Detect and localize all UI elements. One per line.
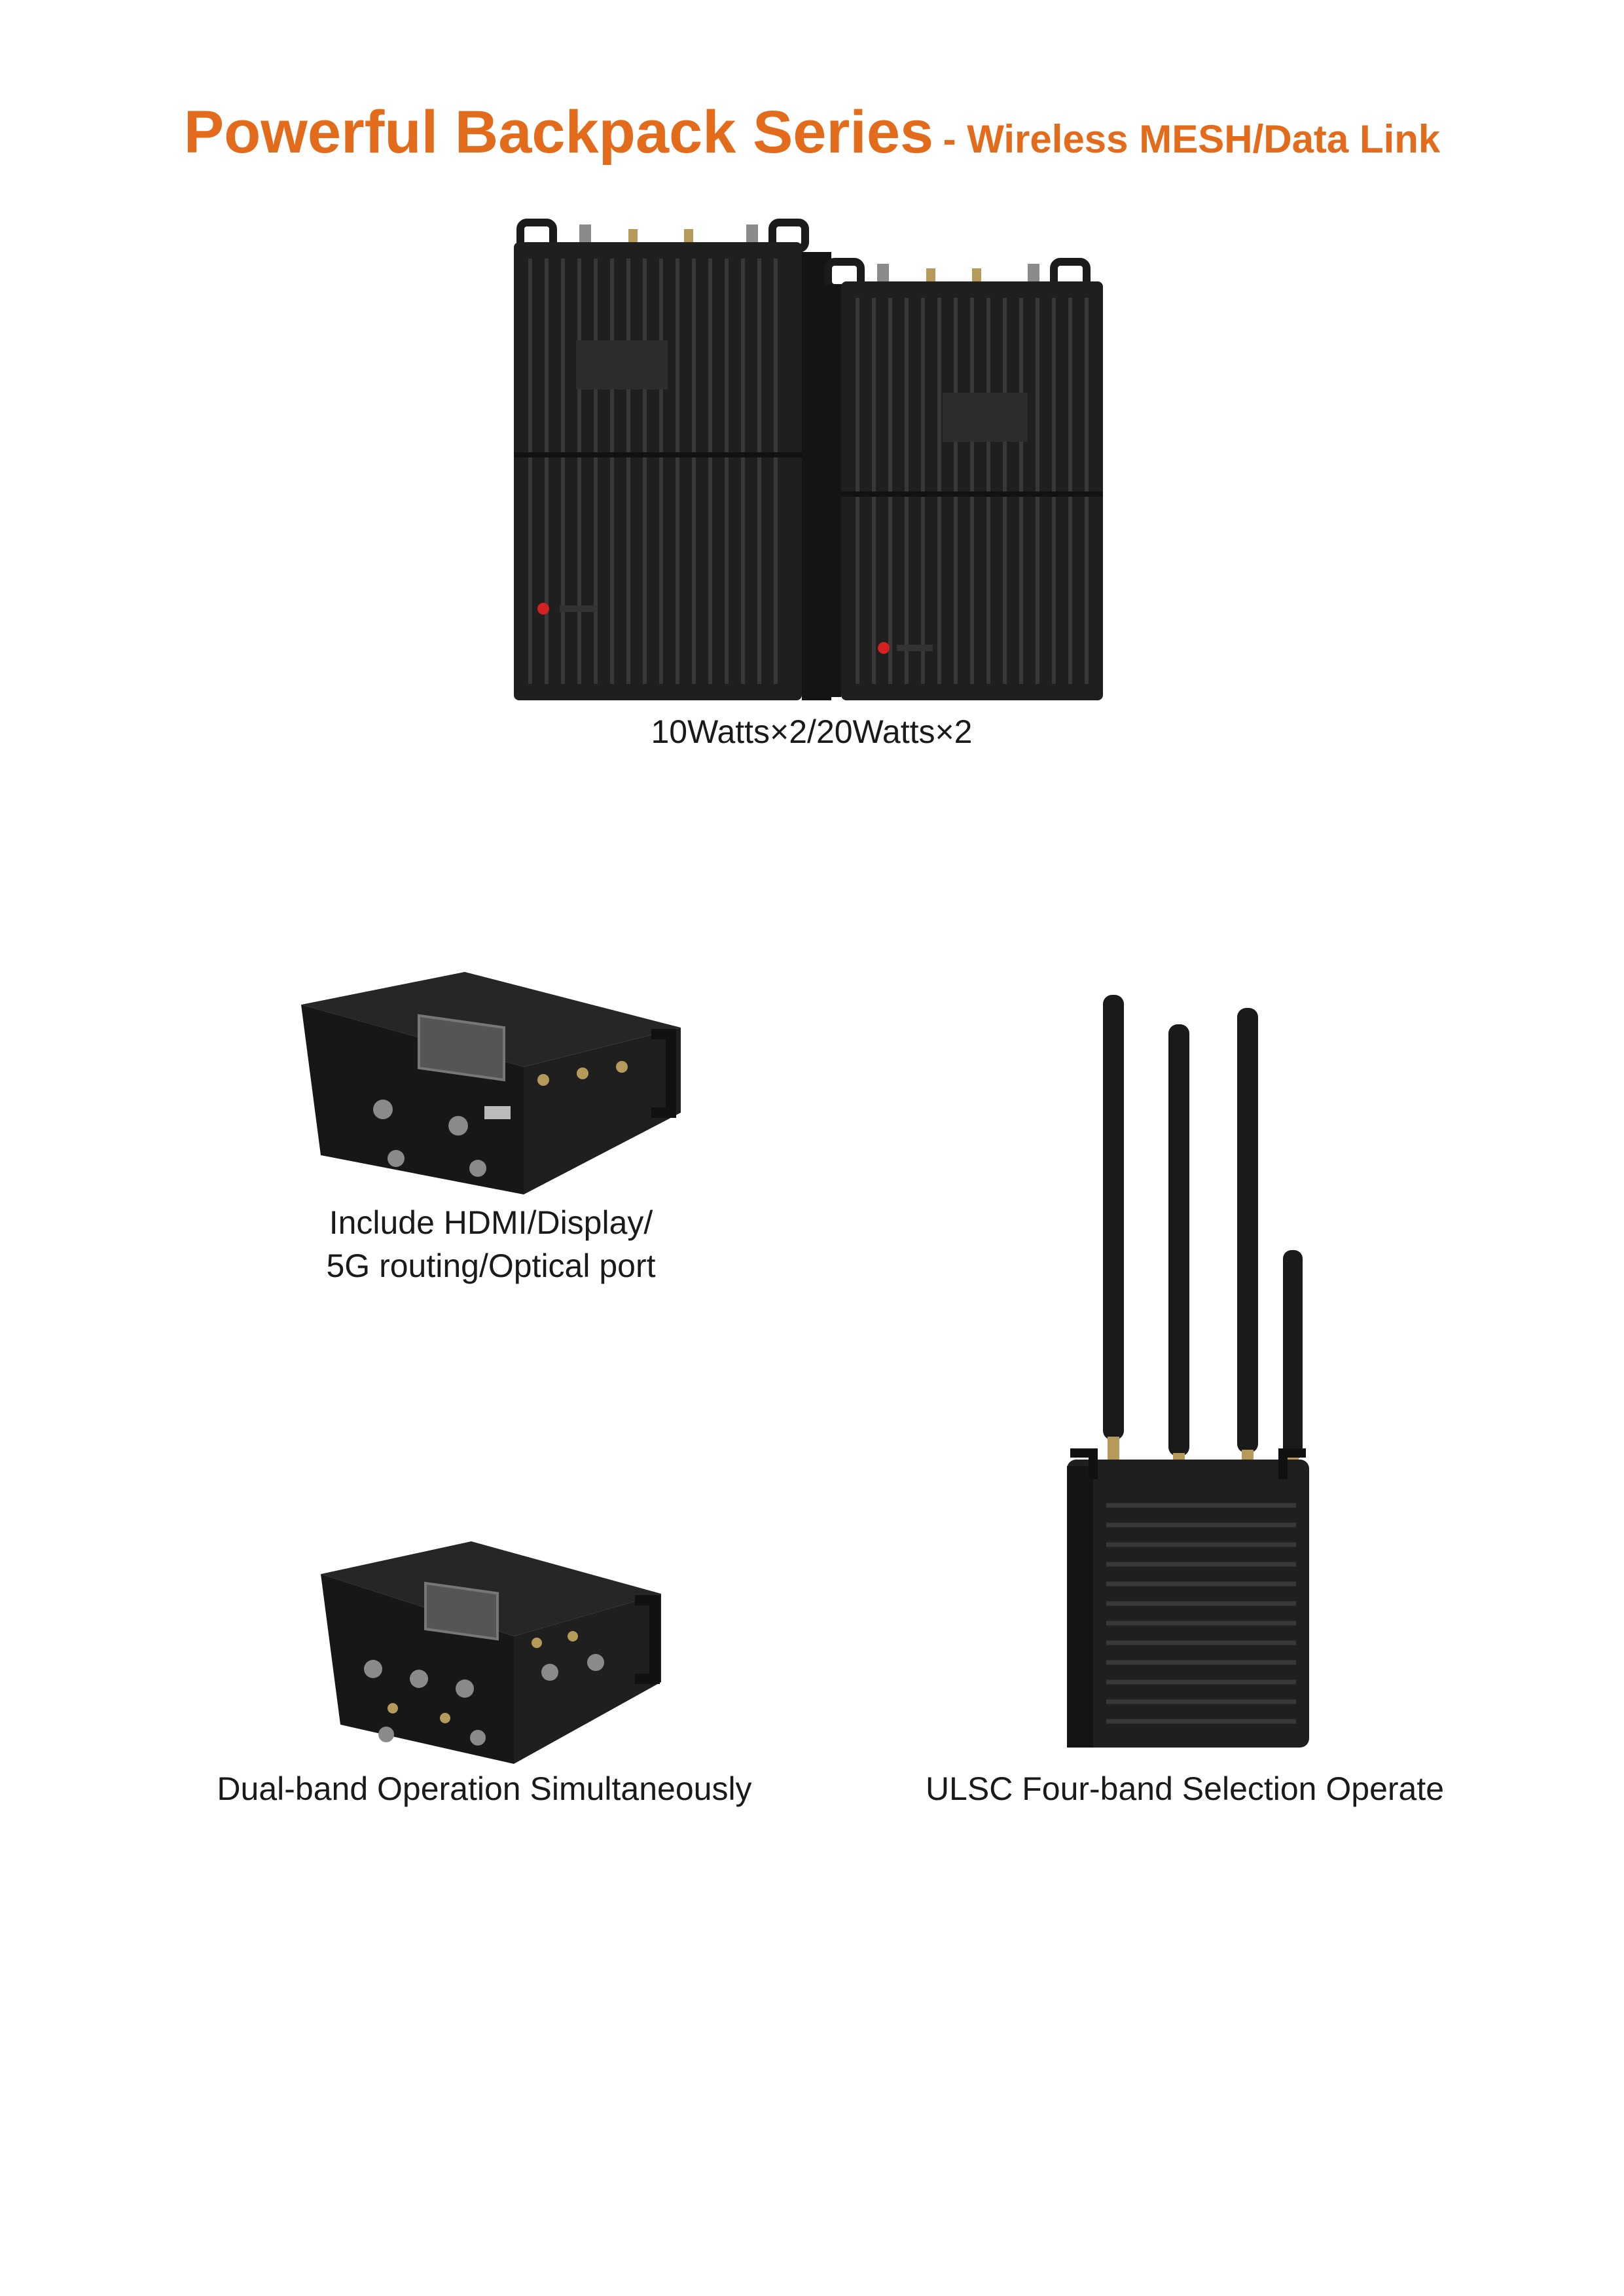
dual-band-unit-image xyxy=(314,1538,674,1767)
product-caption-dual-band-unit: Dual-band Operation Simultaneously xyxy=(217,1770,752,1807)
product-caption-line-2: 5G routing/Optical port xyxy=(326,1247,656,1284)
antenna-radio-icon xyxy=(1067,995,1309,1748)
four-band-unit-image xyxy=(1054,982,1316,1767)
product-caption-backpack-pair: 10Watts×2/20Watts×2 xyxy=(651,713,973,750)
title-subtitle: - Wireless MESH/Data Link xyxy=(943,117,1441,161)
backpack-radio-icon xyxy=(514,219,1103,700)
product-caption-line-1: Include HDMI/Display/ xyxy=(329,1204,653,1241)
hdmi-unit-image xyxy=(295,969,694,1198)
desktop-radio-icon xyxy=(321,1541,661,1764)
product-caption-four-band-unit: ULSC Four-band Selection Operate xyxy=(925,1770,1445,1807)
title-main: Powerful Backpack Series xyxy=(183,99,934,166)
backpack-pair-image xyxy=(504,213,1119,710)
desktop-radio-icon xyxy=(301,972,681,1194)
product-caption-hdmi-unit: Include HDMI/Display/ 5G routing/Optical… xyxy=(295,1201,687,1287)
page-title: Powerful Backpack Series - Wireless MESH… xyxy=(0,98,1624,167)
